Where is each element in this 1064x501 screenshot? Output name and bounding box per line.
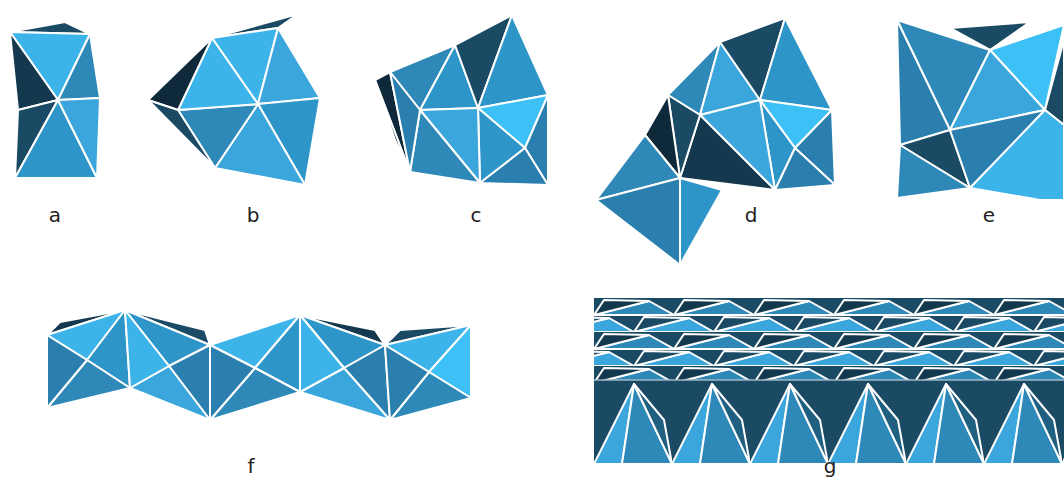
figure-f: [47, 310, 471, 420]
facet: [58, 34, 100, 100]
figure-label: g: [824, 454, 837, 478]
facet: [148, 100, 215, 168]
facet: [970, 110, 1064, 200]
figure-label: b: [247, 203, 260, 227]
figure-c: [375, 15, 548, 185]
figure-label: e: [983, 203, 995, 227]
facet: [58, 98, 100, 178]
facet: [478, 15, 548, 108]
figure-label: a: [49, 203, 61, 227]
figure-d: [596, 18, 835, 265]
facet: [148, 38, 212, 110]
facet: [760, 18, 832, 110]
row-edge: [594, 379, 1064, 381]
figure-label: d: [745, 203, 758, 227]
facet: [258, 28, 320, 104]
facet: [210, 345, 255, 420]
facet: [596, 178, 680, 265]
facet: [125, 310, 169, 388]
facet: [897, 20, 950, 145]
facet: [410, 110, 480, 183]
tiling-rows: [594, 298, 1064, 382]
facet: [480, 148, 548, 185]
figure-label: f: [247, 454, 254, 478]
facet: [300, 315, 344, 392]
facet: [385, 345, 429, 420]
figure-b: [148, 14, 320, 185]
tiling-band: [594, 380, 1064, 463]
figure-a: [10, 22, 100, 178]
facet: [10, 32, 58, 110]
figure-label: c: [471, 203, 482, 227]
facet: [390, 72, 420, 172]
figure-e: [897, 20, 1064, 200]
facet: [47, 335, 87, 408]
facet: [775, 148, 835, 190]
facet: [680, 178, 722, 265]
figure-g: [594, 298, 1064, 463]
